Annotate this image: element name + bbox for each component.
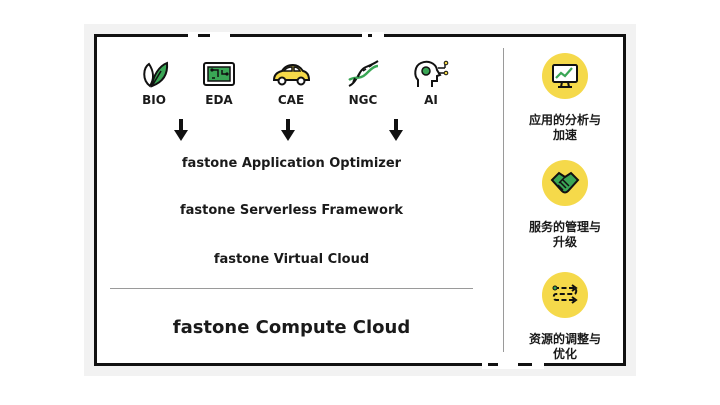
handshake-icon bbox=[550, 171, 580, 194]
cycle-arrows-icon bbox=[552, 284, 578, 304]
feature-icon-circle bbox=[542, 53, 588, 99]
dna-icon bbox=[348, 60, 379, 87]
feature-label-line: 服务的管理与 bbox=[528, 220, 601, 234]
domain-label: CAE bbox=[277, 93, 305, 107]
car-icon bbox=[272, 63, 311, 86]
circuit-chip-icon bbox=[203, 62, 235, 86]
frame-gap-top-right bbox=[362, 32, 384, 39]
frame-gap-bottom bbox=[482, 362, 544, 369]
frame-dash bbox=[518, 363, 532, 366]
feature-analysis: 应用的分析与 加速 bbox=[515, 53, 615, 143]
down-arrow-icon bbox=[174, 119, 188, 141]
diagram-frame bbox=[94, 34, 626, 366]
down-arrow-icon bbox=[281, 119, 295, 141]
feature-label-line: 加速 bbox=[552, 128, 577, 142]
monitor-chart-icon bbox=[552, 64, 578, 88]
layer-virtual-cloud: fastone Virtual Cloud bbox=[213, 252, 370, 267]
domain-ai: AI bbox=[401, 58, 461, 107]
feature-resource: 资源的调整与 优化 bbox=[515, 272, 615, 362]
feature-icon-circle bbox=[542, 272, 588, 318]
layer-application-optimizer: fastone Application Optimizer bbox=[181, 156, 402, 171]
domain-label: AI bbox=[424, 93, 438, 107]
domain-label: BIO bbox=[142, 93, 166, 107]
layer-compute-cloud: fastone Compute Cloud bbox=[172, 317, 411, 338]
domain-label: NGC bbox=[348, 93, 378, 107]
frame-dash bbox=[368, 34, 372, 37]
feature-management: 服务的管理与 升级 bbox=[515, 160, 615, 250]
down-arrow-icon bbox=[389, 119, 403, 141]
domain-eda: EDA bbox=[189, 58, 249, 107]
feature-label: 资源的调整与 优化 bbox=[515, 332, 615, 362]
feature-label-line: 应用的分析与 bbox=[528, 113, 601, 127]
leaf-icon bbox=[143, 61, 169, 88]
feature-icon-circle bbox=[542, 160, 588, 206]
feature-label: 服务的管理与 升级 bbox=[515, 220, 615, 250]
domain-label: EDA bbox=[205, 93, 233, 107]
domain-bio: BIO bbox=[124, 58, 184, 107]
feature-label-line: 资源的调整与 bbox=[528, 332, 601, 346]
column-divider bbox=[503, 48, 504, 352]
domain-cae: CAE bbox=[261, 58, 321, 107]
layer-serverless-framework: fastone Serverless Framework bbox=[179, 203, 404, 218]
feature-label-line: 优化 bbox=[552, 347, 577, 361]
feature-label-line: 升级 bbox=[552, 235, 577, 249]
frame-dash bbox=[198, 34, 210, 37]
feature-label: 应用的分析与 加速 bbox=[515, 113, 615, 143]
ai-head-icon bbox=[414, 60, 449, 87]
frame-dash bbox=[488, 363, 498, 366]
layer-divider bbox=[110, 288, 473, 289]
domain-ngc: NGC bbox=[333, 58, 393, 107]
